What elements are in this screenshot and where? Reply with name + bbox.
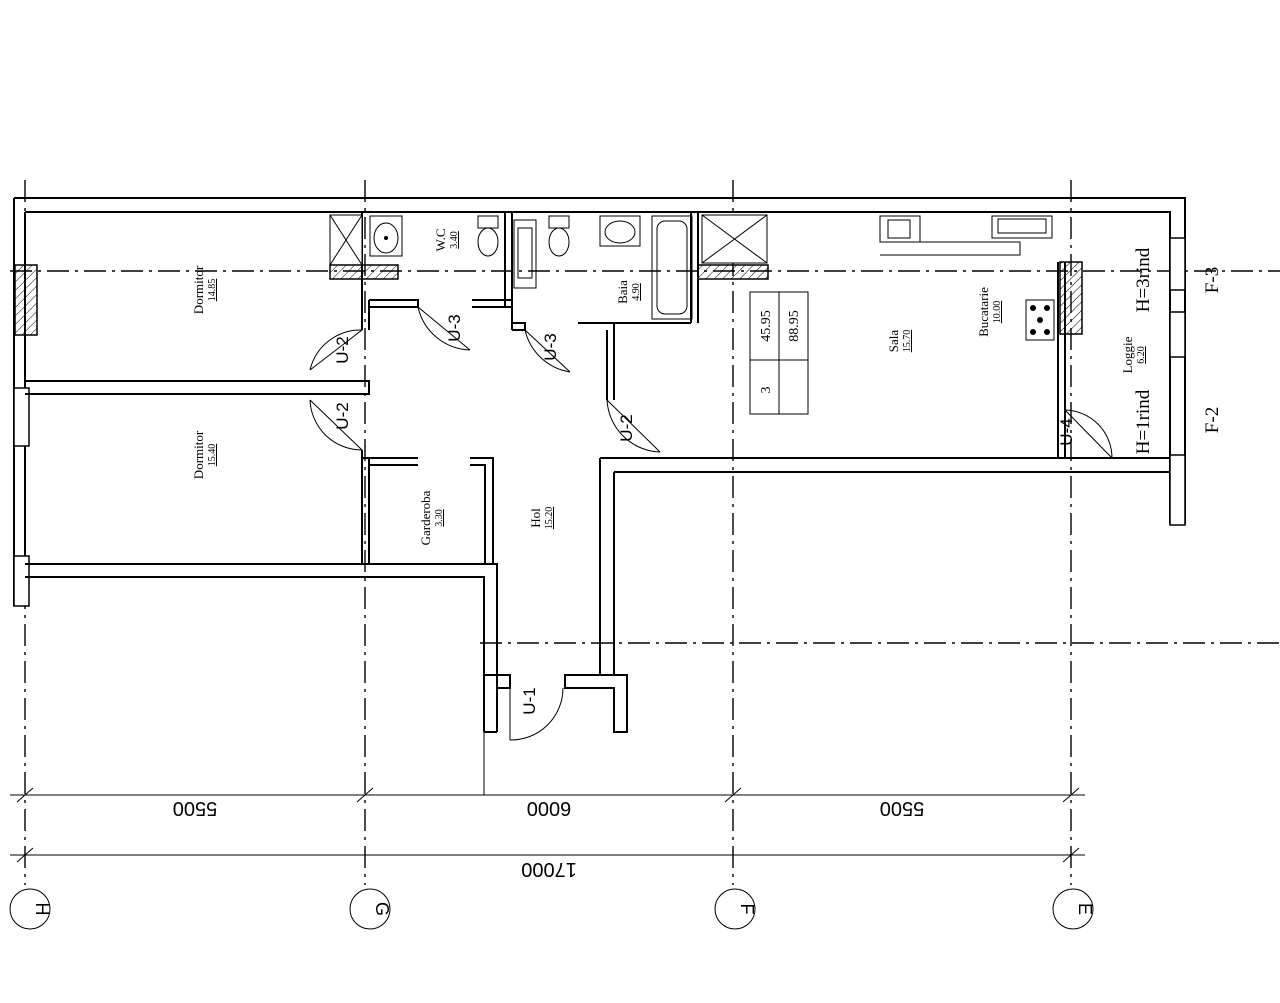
shafts (329, 214, 1083, 335)
room-area-hol: 15.20 (544, 507, 555, 530)
axis-label-e: E (1075, 903, 1095, 915)
rooms-count-value: 3 (759, 387, 774, 394)
exterior-walls (13, 197, 1186, 795)
interior-walls (25, 212, 1066, 564)
total-area-value: 88.95 (787, 310, 802, 342)
room-name-dormitor-1: Dormitor (191, 265, 206, 314)
room-name-garderoba: Garderoba (418, 490, 433, 545)
room-area-baia: 4.90 (631, 283, 642, 301)
door-label-u2-hall: U-2 (617, 414, 636, 441)
axis-label-g: G (372, 902, 392, 916)
sanitary-fixtures (369, 215, 1055, 341)
area-summary-table: 45.95 88.95 3 (749, 291, 809, 415)
door-label-u2-lower: U-2 (333, 402, 352, 429)
room-area-bucatarie: 10.00 (992, 301, 1003, 324)
dimension-lines: 5500 6000 5500 17000 (10, 787, 1085, 880)
dimension-seg1: 5500 (173, 797, 218, 819)
window-right-lower (1169, 454, 1186, 526)
room-name-bucatarie: Bucatarie (976, 287, 991, 337)
room-name-dormitor-2: Dormitor (191, 430, 206, 479)
room-area-sala: 15.70 (902, 330, 913, 353)
dimension-seg2: 6000 (527, 797, 572, 819)
room-name-hol: Hol (528, 508, 543, 528)
window-right-middle (1169, 311, 1186, 358)
room-area-loggie: 6.20 (1136, 346, 1147, 364)
room-name-sala: Sala (886, 330, 901, 353)
room-labels: Dormitor 14.85 Dormitor 15.40 W.C 3.40 B… (191, 229, 1147, 546)
facade-lower-label: F-2 (1202, 407, 1223, 433)
room-name-baia: Baia (615, 280, 630, 304)
window-right-upper (1169, 237, 1186, 291)
living-area-value: 45.95 (759, 310, 774, 342)
axis-markers: H G F E (9, 888, 1095, 930)
height-lower-label: H=1rind (1133, 389, 1154, 454)
room-area-wc: 3.40 (449, 231, 460, 249)
door-swings (309, 306, 1113, 741)
door-labels: U-1 U-2 U-2 U-2 U-3 U-3 U-4 (333, 314, 1076, 714)
height-upper-label: H=3rind (1133, 247, 1154, 312)
room-area-garderoba: 3.30 (434, 509, 445, 527)
axis-label-h: H (32, 903, 52, 916)
room-name-wc: W.C (433, 229, 448, 252)
room-name-loggie: Loggie (1120, 336, 1135, 373)
axis-label-f: F (737, 904, 757, 915)
dimension-total: 17000 (521, 858, 577, 880)
door-label-u1: U-1 (520, 687, 539, 714)
window-left-lower (13, 555, 30, 607)
door-label-u3-wc: U-3 (445, 314, 464, 341)
door-label-u2-upper: U-2 (333, 336, 352, 363)
dimension-seg3: 5500 (880, 797, 925, 819)
door-label-u4: U-4 (1057, 418, 1076, 445)
elevation-labels: H=3rind H=1rind F-3 F-2 (1133, 247, 1223, 454)
window-left-upper (14, 264, 38, 336)
door-label-u3-bath: U-3 (541, 333, 560, 360)
room-area-dormitor-2: 15.40 (207, 444, 218, 467)
room-area-dormitor-1: 14.85 (207, 279, 218, 302)
window-left-middle (13, 387, 30, 447)
facade-upper-label: F-3 (1202, 267, 1223, 293)
